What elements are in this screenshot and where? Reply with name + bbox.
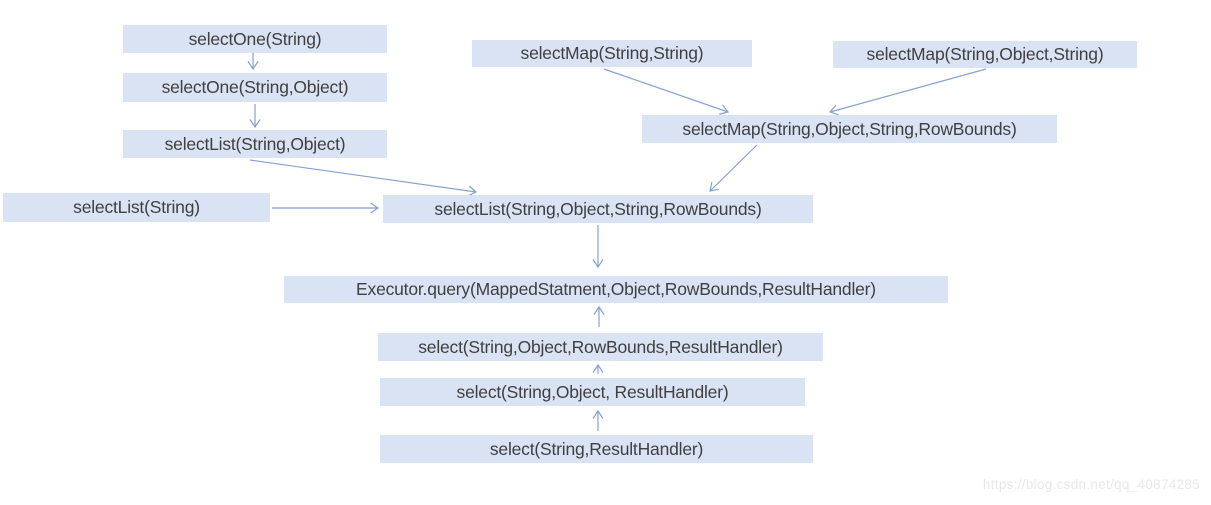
method-box-selectList-String-Object: selectList(String,Object) (123, 130, 387, 158)
method-box-selectMap-String-Object-String-RowBounds: selectMap(String,Object,String,RowBounds… (642, 115, 1057, 143)
method-box-selectOne-String: selectOne(String) (123, 25, 387, 53)
method-box-executor-query: Executor.query(MappedStatment,Object,Row… (284, 276, 948, 303)
edges-group (247, 53, 987, 431)
method-box-select-String-ResultHandler: select(String,ResultHandler) (380, 435, 813, 463)
edge-selectMap-String-Object-String--to--selectMap-String-Object-String-RowBounds (828, 68, 987, 116)
edge-selectList-String-Object--to--selectList-String-Object-String-RowBounds (249, 159, 478, 197)
watermark-url: https://blog.csdn.net/qq_40874285 (982, 477, 1200, 492)
method-box-selectOne-String-Object: selectOne(String,Object) (123, 73, 387, 102)
method-box-select-String-Object-ResultHandler: select(String,Object, ResultHandler) (380, 378, 805, 406)
edge-selectMap-String-Object-String-RowBounds--to--selectList-String-Object-String-RowBounds (709, 144, 758, 192)
method-box-selectMap-String-Object-String: selectMap(String,Object,String) (833, 41, 1137, 68)
method-box-selectMap-String-String: selectMap(String,String) (472, 40, 752, 67)
method-box-selectList-String: selectList(String) (3, 193, 270, 222)
method-box-selectList-String-Object-String-RowBounds: selectList(String,Object,String,RowBound… (383, 195, 813, 223)
edge-selectMap-String-String--to--selectMap-String-Object-String-RowBounds (603, 68, 730, 115)
method-box-select-String-Object-RowBounds-ResultHandler: select(String,Object,RowBounds,ResultHan… (378, 333, 823, 361)
